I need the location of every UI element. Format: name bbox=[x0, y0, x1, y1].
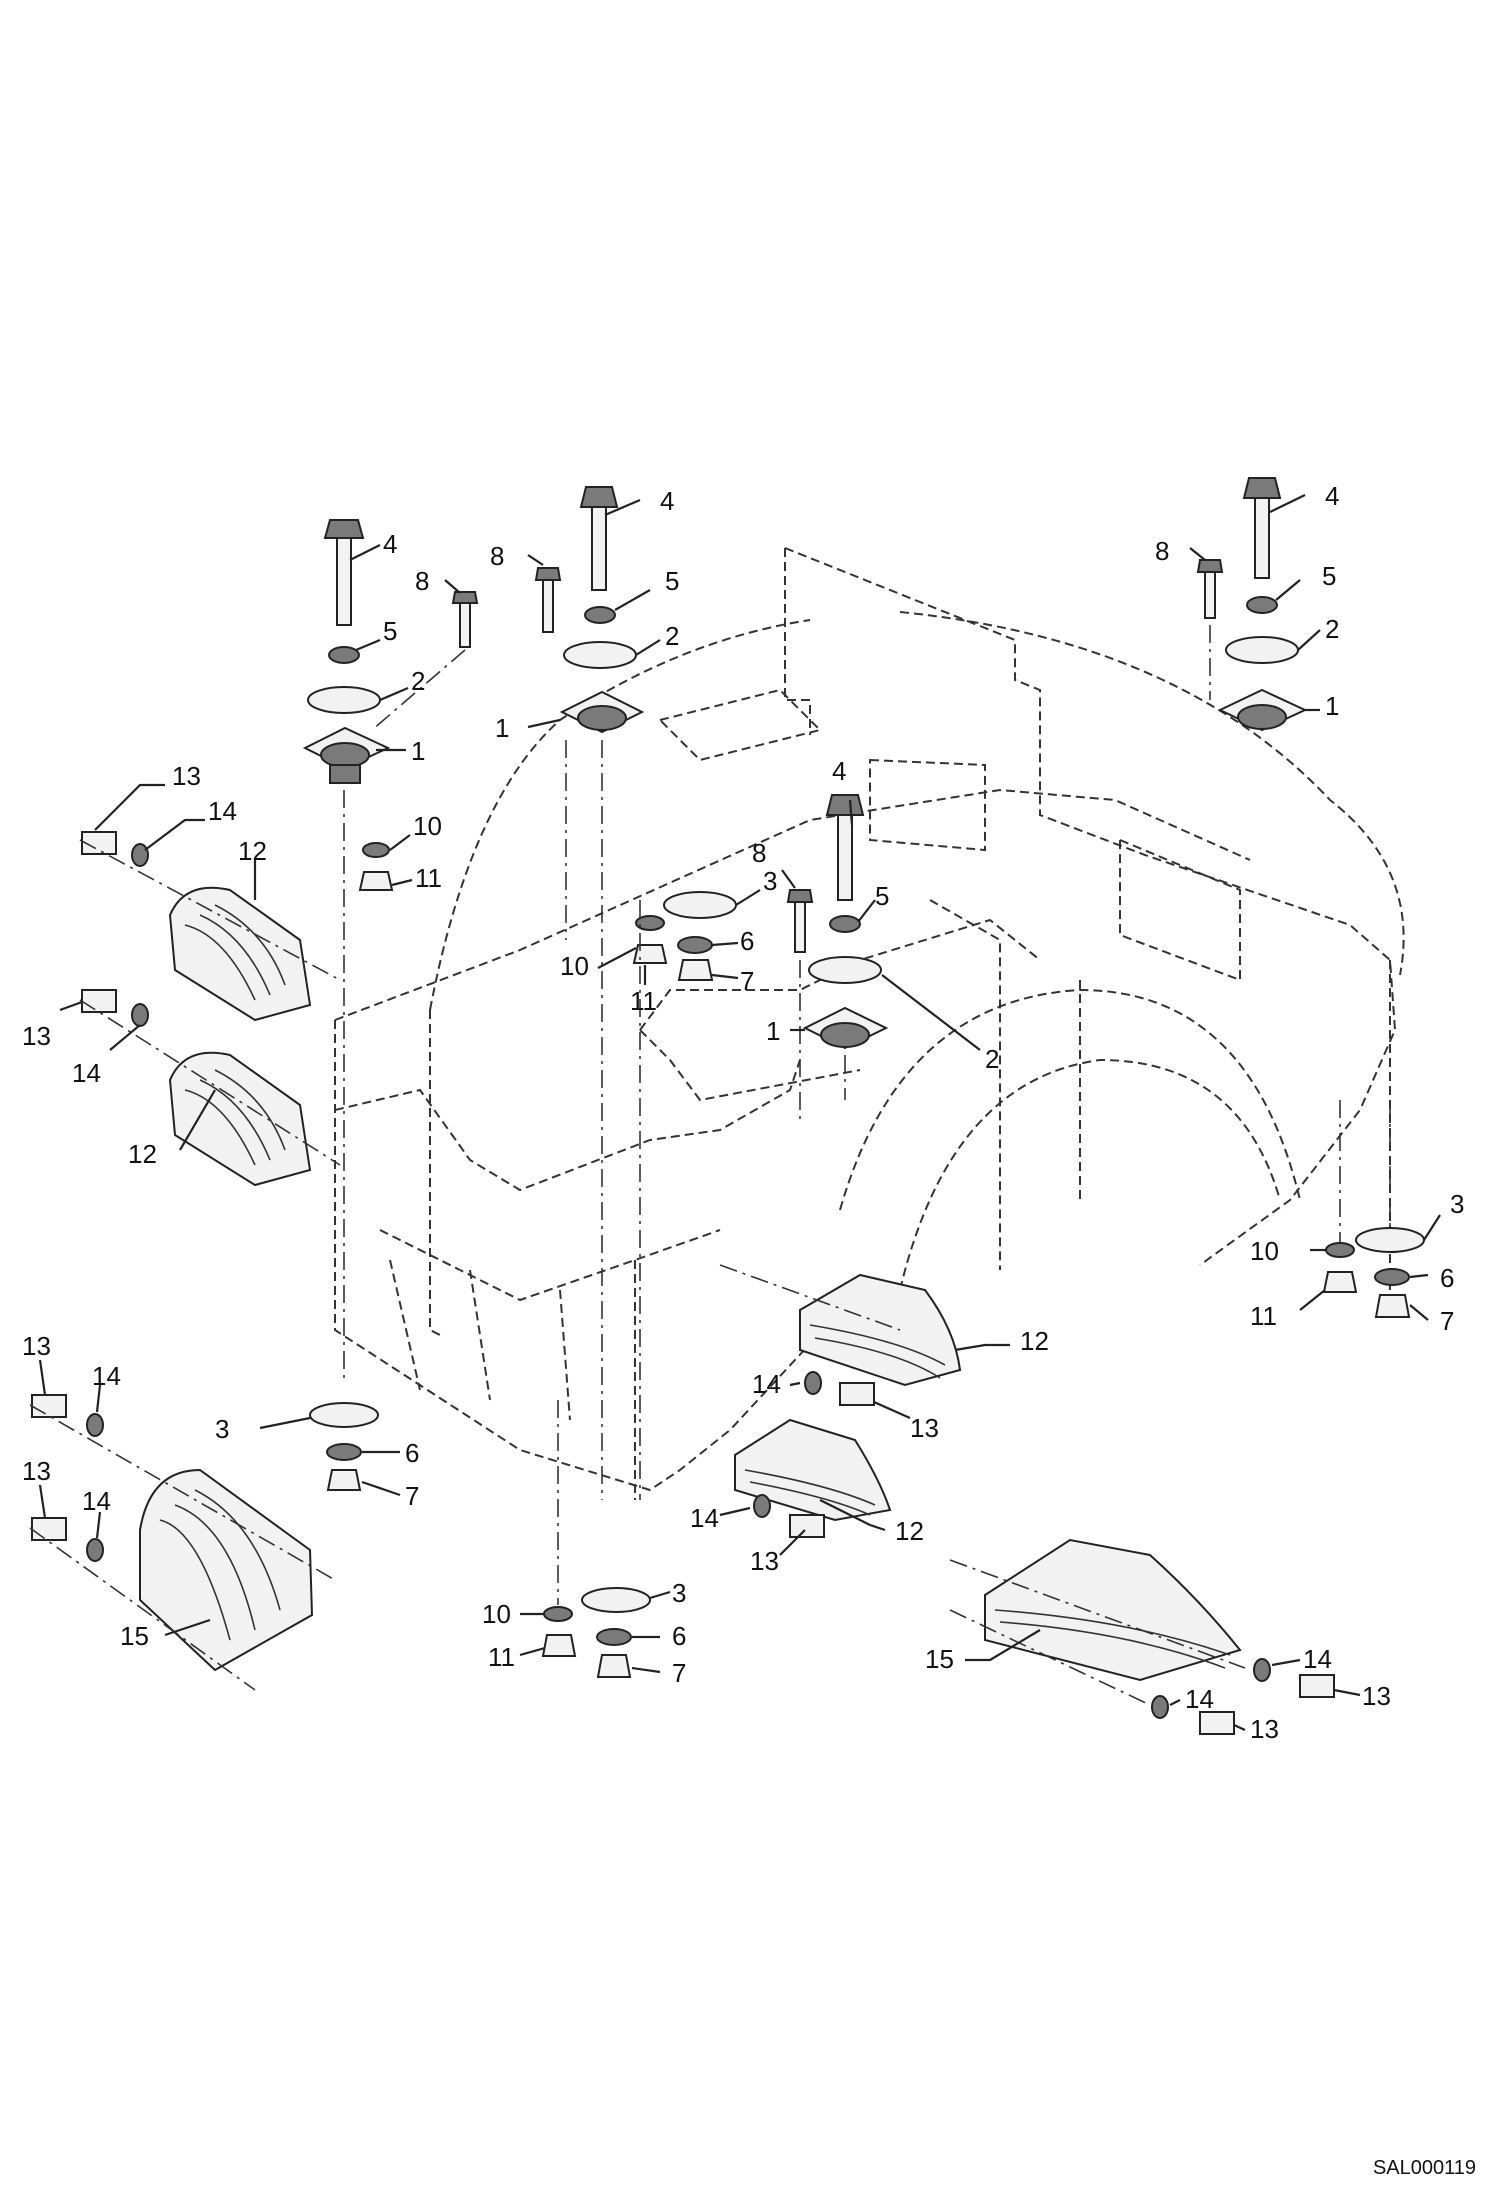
callout-4: 4 bbox=[832, 756, 846, 786]
callout-1: 1 bbox=[766, 1016, 780, 1046]
drawing-reference-code: SAL000119 bbox=[1372, 2157, 1476, 2179]
callout-7: 7 bbox=[405, 1481, 419, 1511]
callout-3: 3 bbox=[672, 1578, 686, 1608]
callout-4: 4 bbox=[1325, 481, 1339, 511]
step-right-lower bbox=[734, 1418, 892, 1538]
callout-12: 12 bbox=[128, 1139, 157, 1169]
engine-mount-center bbox=[786, 794, 889, 1120]
lower-mount-hardware-center bbox=[541, 1400, 651, 1678]
callout-14: 14 bbox=[72, 1058, 101, 1088]
callout-3: 3 bbox=[1450, 1189, 1464, 1219]
callout-5: 5 bbox=[875, 881, 889, 911]
engine-mount-upper-left bbox=[302, 519, 479, 1380]
callout-13: 13 bbox=[910, 1413, 939, 1443]
callout-10: 10 bbox=[1250, 1236, 1279, 1266]
callout-2: 2 bbox=[985, 1044, 999, 1074]
callout-5: 5 bbox=[665, 566, 679, 596]
callout-12: 12 bbox=[238, 836, 267, 866]
callout-13: 13 bbox=[22, 1331, 51, 1361]
callout-10: 10 bbox=[560, 951, 589, 981]
callout-4: 4 bbox=[383, 529, 397, 559]
callout-7: 7 bbox=[1440, 1306, 1454, 1336]
callout-6: 6 bbox=[405, 1438, 419, 1468]
callout-11: 11 bbox=[415, 863, 442, 893]
callout-14: 14 bbox=[1303, 1644, 1332, 1674]
callout-4: 4 bbox=[660, 486, 674, 516]
callout-13: 13 bbox=[1250, 1714, 1279, 1744]
callout-8: 8 bbox=[415, 566, 429, 596]
callout-15: 15 bbox=[120, 1621, 149, 1651]
callout-10: 10 bbox=[482, 1599, 511, 1629]
engine-mount-upper-right bbox=[1196, 477, 1425, 1318]
callout-11: 11 bbox=[488, 1642, 515, 1672]
callout-14: 14 bbox=[752, 1369, 781, 1399]
step-right-lower-large bbox=[949, 1538, 1335, 1735]
lower-mount-hardware-left bbox=[309, 1402, 379, 1491]
callout-12: 12 bbox=[1020, 1326, 1049, 1356]
callout-13: 13 bbox=[172, 761, 201, 791]
callout-13: 13 bbox=[750, 1546, 779, 1576]
callout-6: 6 bbox=[1440, 1263, 1454, 1293]
callout-11: 11 bbox=[630, 986, 657, 1016]
callout-2: 2 bbox=[665, 621, 679, 651]
callout-3: 3 bbox=[215, 1414, 229, 1444]
callout-11: 11 bbox=[1250, 1301, 1277, 1331]
callout-13: 13 bbox=[22, 1456, 51, 1486]
callout-5: 5 bbox=[1322, 561, 1336, 591]
callout-7: 7 bbox=[672, 1658, 686, 1688]
callout-labels: 4 5 2 1 8 10 11 4 5 2 1 8 3 6 7 10 11 bbox=[22, 481, 1464, 1744]
callout-5: 5 bbox=[383, 616, 397, 646]
callout-7: 7 bbox=[740, 966, 754, 996]
callout-12: 12 bbox=[895, 1516, 924, 1546]
callout-14: 14 bbox=[92, 1361, 121, 1391]
callout-10: 10 bbox=[413, 811, 442, 841]
step-lower-left bbox=[29, 1394, 336, 1691]
callout-13: 13 bbox=[1362, 1681, 1391, 1711]
callout-1: 1 bbox=[495, 713, 509, 743]
callout-8: 8 bbox=[1155, 536, 1169, 566]
step-right-upper bbox=[719, 1264, 962, 1406]
callout-14: 14 bbox=[690, 1503, 719, 1533]
callout-13: 13 bbox=[22, 1021, 51, 1051]
callout-8: 8 bbox=[752, 838, 766, 868]
callout-15: 15 bbox=[925, 1644, 954, 1674]
engine-mount-upper-center bbox=[534, 486, 737, 1500]
callout-6: 6 bbox=[672, 1621, 686, 1651]
callout-8: 8 bbox=[490, 541, 504, 571]
step-mid-left bbox=[79, 989, 341, 1187]
callout-2: 2 bbox=[411, 666, 425, 696]
callout-14: 14 bbox=[208, 796, 237, 826]
step-upper-left bbox=[79, 831, 341, 1022]
callout-14: 14 bbox=[1185, 1684, 1214, 1714]
callout-6: 6 bbox=[740, 926, 754, 956]
callout-3: 3 bbox=[763, 866, 777, 896]
callout-1: 1 bbox=[411, 736, 425, 766]
callout-14: 14 bbox=[82, 1486, 111, 1516]
callout-2: 2 bbox=[1325, 614, 1339, 644]
callout-1: 1 bbox=[1325, 691, 1339, 721]
